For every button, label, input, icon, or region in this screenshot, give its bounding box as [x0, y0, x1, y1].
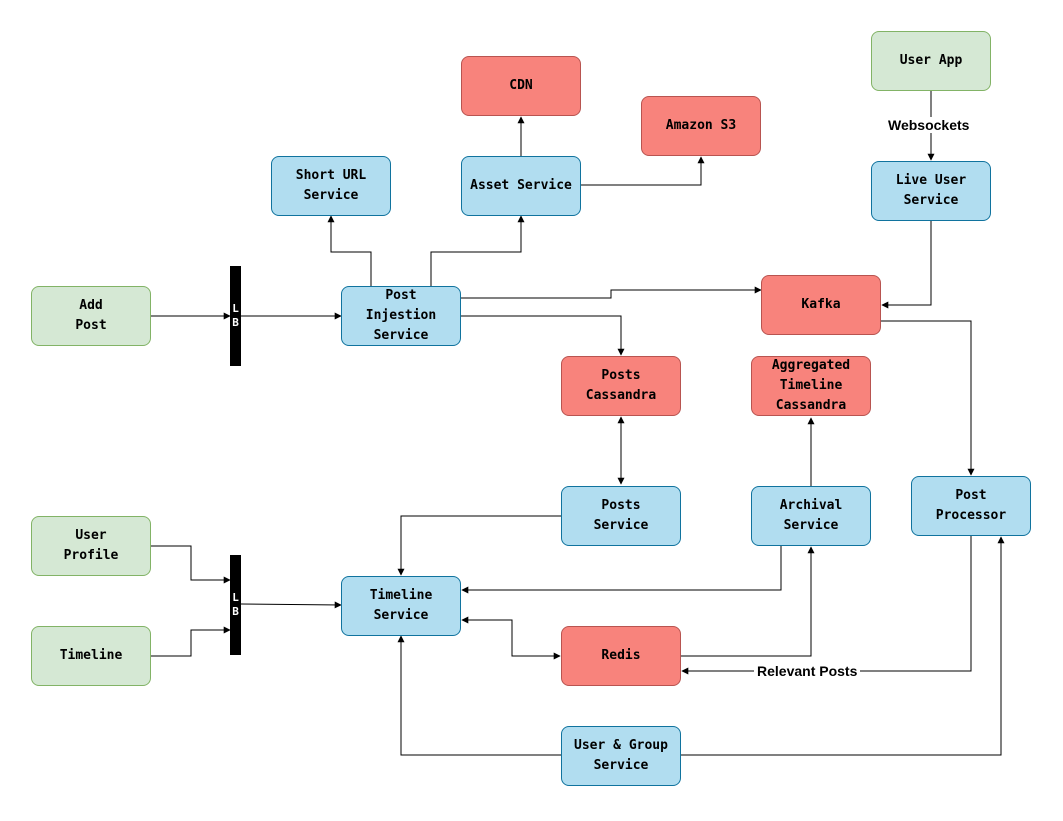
aggregated-timeline-cassandra-node[interactable]: Aggregated Timeline Cassandra — [751, 356, 871, 416]
edge-asset-service-to-s3 — [581, 156, 705, 186]
cdn-node[interactable]: CDN — [461, 56, 581, 116]
edge-timeline-to-lb — [151, 626, 231, 657]
post-processor-node[interactable]: Post Processor — [911, 476, 1031, 536]
kafka-node[interactable]: Kafka — [761, 275, 881, 335]
edge-post-injestion-to-kafka — [461, 286, 762, 299]
user-app-node[interactable]: User App — [871, 31, 991, 91]
edge-user-group-to-post-processor — [681, 536, 1005, 756]
amazon-s3-node[interactable]: Amazon S3 — [641, 96, 761, 156]
posts-service-node[interactable]: Posts Service — [561, 486, 681, 546]
redis-node[interactable]: Redis — [561, 626, 681, 686]
edge-redis-to-archival — [681, 546, 815, 657]
edge-post-injestion-to-posts-cassandra — [461, 315, 625, 356]
load-balancer-top[interactable]: L B — [230, 266, 241, 366]
edge-posts-service-to-timeline-service — [397, 515, 561, 576]
websockets-label: Websockets — [885, 117, 973, 133]
user-group-service-node[interactable]: User & Group Service — [561, 726, 681, 786]
timeline-service-node[interactable]: Timeline Service — [341, 576, 461, 636]
archival-service-node[interactable]: Archival Service — [751, 486, 871, 546]
load-balancer-bottom[interactable]: L B — [230, 555, 241, 655]
edge-user-group-to-timeline-service — [397, 635, 561, 756]
asset-service-node[interactable]: Asset Service — [461, 156, 581, 216]
user-profile-node[interactable]: User Profile — [31, 516, 151, 576]
edge-live-user-to-kafka — [881, 221, 932, 309]
timeline-node[interactable]: Timeline — [31, 626, 151, 686]
edge-archival-to-timeline-service — [461, 546, 782, 594]
posts-cassandra-node[interactable]: Posts Cassandra — [561, 356, 681, 416]
edge-post-injestion-to-short-url — [327, 215, 372, 286]
short-url-service-node[interactable]: Short URL Service — [271, 156, 391, 216]
edge-post-injestion-to-asset-service — [430, 215, 525, 286]
edge-timeline-service-redis — [461, 616, 561, 660]
live-user-service-node[interactable]: Live User Service — [871, 161, 991, 221]
edge-lb-to-timeline-service — [240, 601, 342, 609]
relevant-posts-label: Relevant Posts — [754, 663, 861, 679]
add-post-node[interactable]: Add Post — [31, 286, 151, 346]
post-injestion-service-node[interactable]: Post Injestion Service — [341, 286, 461, 346]
edge-post-processor-to-redis — [681, 536, 972, 675]
edge-user-profile-to-lb — [151, 545, 231, 584]
edge-kafka-to-post-processor — [881, 320, 975, 476]
